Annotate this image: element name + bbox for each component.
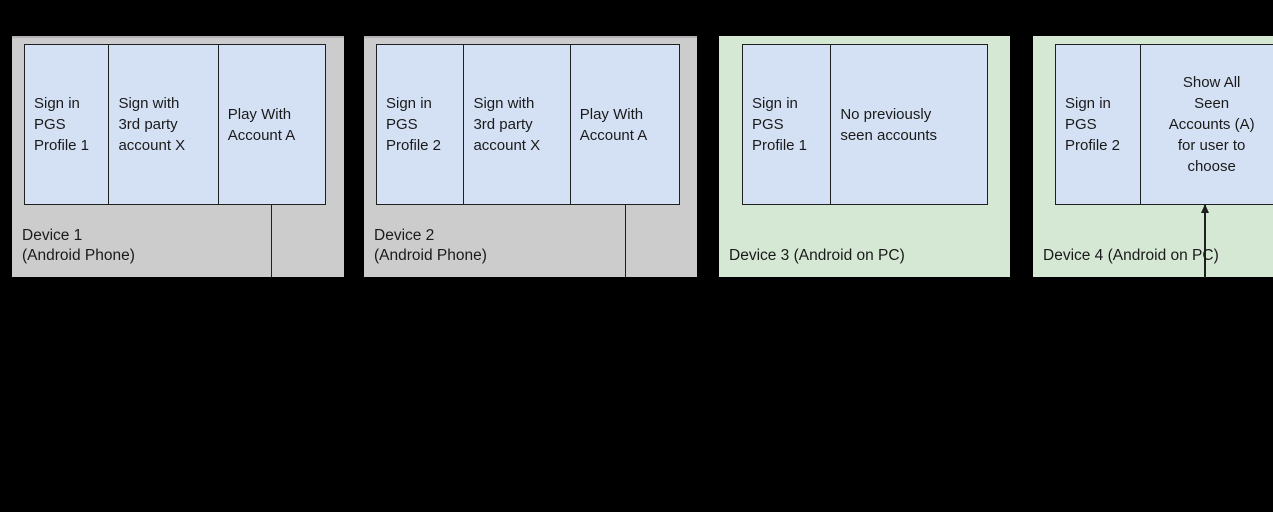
step-box-signin[interactable]: Sign in PGS Profile 2 <box>377 45 464 204</box>
device-1-step-row: Sign in PGS Profile 1 Sign with 3rd part… <box>24 44 326 205</box>
device-3-step-row: Sign in PGS Profile 1 No previously seen… <box>742 44 988 205</box>
step-label: Sign in PGS Profile 1 <box>34 95 90 154</box>
device-top-rule <box>12 36 344 38</box>
step-box-show-all-accounts[interactable]: Show All Seen Accounts (A) for user to c… <box>1140 45 1273 204</box>
step-label: Play With Account A <box>579 105 648 144</box>
device-2-label: Device 2 (Android Phone) <box>374 227 487 264</box>
device-2-step-row: Sign in PGS Profile 2 Sign with 3rd part… <box>376 44 680 205</box>
device-4-label: Device 4 (Android on PC) <box>1043 247 1219 264</box>
arrow-into-device-4 <box>1197 204 1213 278</box>
step-label: No previously seen accounts <box>840 105 938 144</box>
device-1-label: Device 1 (Android Phone) <box>22 227 135 264</box>
device-3-label: Device 3 (Android on PC) <box>729 247 905 264</box>
device-top-rule <box>364 36 697 38</box>
arrow-head-icon <box>1200 204 1209 213</box>
step-label: Sign with 3rd party account X <box>118 95 186 154</box>
device-1-lifeline <box>270 205 272 277</box>
step-box-signin[interactable]: Sign in PGS Profile 1 <box>25 45 109 204</box>
step-box-signin[interactable]: Sign in PGS Profile 2 <box>1056 45 1141 204</box>
step-box-play[interactable]: Play With Account A <box>569 45 679 204</box>
step-label: Sign with 3rd party account X <box>473 95 541 154</box>
step-box-signin[interactable]: Sign in PGS Profile 1 <box>743 45 831 204</box>
step-label: Sign in PGS Profile 2 <box>1065 95 1121 154</box>
device-4-step-row: Sign in PGS Profile 2 Show All Seen Acco… <box>1055 44 1273 205</box>
step-box-no-accounts[interactable]: No previously seen accounts <box>830 45 987 204</box>
step-label: Play With Account A <box>227 105 296 144</box>
arrow-shaft <box>1204 205 1206 278</box>
step-label: Sign in PGS Profile 2 <box>386 95 442 154</box>
step-box-thirdparty[interactable]: Sign with 3rd party account X <box>463 45 570 204</box>
device-2-lifeline <box>624 205 626 277</box>
step-label: Show All Seen Accounts (A) for user to c… <box>1168 74 1255 175</box>
step-label: Sign in PGS Profile 1 <box>752 95 808 154</box>
step-box-play[interactable]: Play With Account A <box>217 45 326 204</box>
step-box-thirdparty[interactable]: Sign with 3rd party account X <box>108 45 218 204</box>
